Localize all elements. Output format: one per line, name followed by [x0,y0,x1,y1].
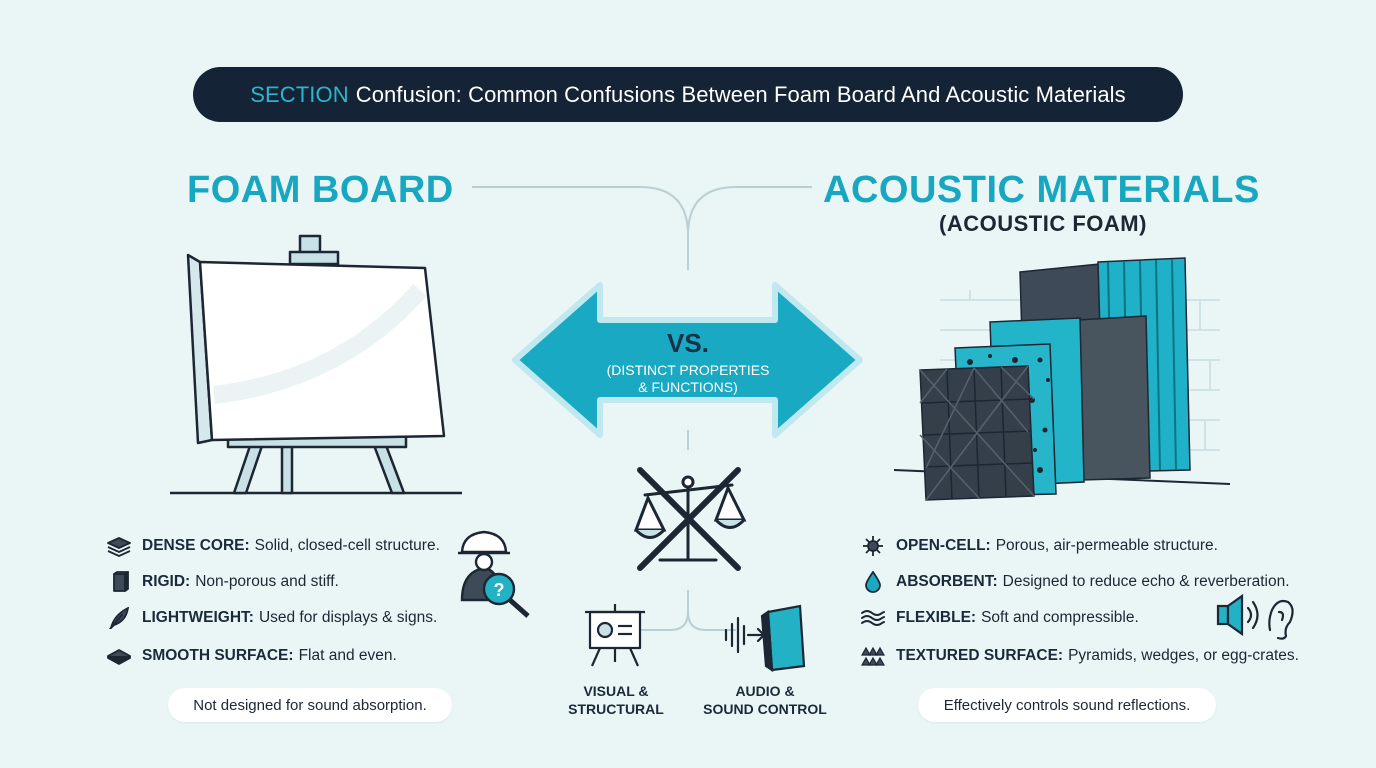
layers-icon [107,537,131,557]
acoustic-materials-note: Effectively controls sound reflections. [918,688,1216,722]
list-item: ABSORBENT: Designed to reduce echo & rev… [860,571,1290,593]
visual-structural-line-1: VISUAL & [583,683,649,699]
property-term: DENSE CORE: [142,537,250,554]
vs-subtitle-line-1: (DISTINCT PROPERTIES [606,362,770,378]
speaker-ear-icon [1216,593,1294,640]
list-item: FLEXIBLE: Soft and compressible. [860,607,1139,629]
banner-title: Confusion: Common Confusions Between Foa… [355,81,1126,107]
property-desc: Used for displays & signs. [258,609,438,626]
property-desc: Designed to reduce echo & reverberation. [1002,573,1290,590]
vs-subtitle-line-2: & FUNCTIONS) [638,379,738,395]
property-term: RIGID: [142,573,191,590]
visual-structural-line-2: STRUCTURAL [568,701,664,717]
list-item: DENSE CORE: Solid, closed-cell structure… [106,535,440,557]
cell-network-icon [863,536,883,556]
list-item: OPEN-CELL: Porous, air-permeable structu… [860,535,1218,557]
list-item: SMOOTH SURFACE: Flat and even. [106,645,397,667]
connector-lines [472,186,812,631]
block-icon [113,571,129,592]
vs-subtitle: (DISTINCT PROPERTIES & FUNCTIONS) [568,362,808,396]
acoustic-materials-heading: ACOUSTIC MATERIALS [823,169,1260,211]
section-banner: SECTION Confusion: Common Confusions Bet… [193,67,1183,122]
list-item: LIGHTWEIGHT: Used for displays & signs. [106,607,437,629]
property-term: LIGHTWEIGHT: [142,609,254,626]
acoustic-foam-subheading: (ACOUSTIC FOAM) [939,211,1147,236]
visual-structural-label: VISUAL & STRUCTURAL [560,682,672,718]
foam-board-heading: FOAM BOARD [187,169,454,211]
feather-icon [109,607,130,629]
list-item: TEXTURED SURFACE: Pyramids, wedges, or e… [860,645,1299,667]
sound-panel-icon [724,604,806,673]
droplet-icon [865,571,881,593]
property-desc: Solid, closed-cell structure. [254,537,440,554]
easel-foam-board-illustration [170,234,462,495]
svg-text:?: ? [494,580,505,600]
property-desc: Soft and compressible. [981,609,1139,626]
acoustic-foam-panels-illustration [893,257,1231,501]
property-term: ABSORBENT: [896,573,998,590]
vs-label: VS. [667,328,709,358]
property-desc: Porous, air-permeable structure. [995,537,1218,554]
list-item: RIGID: Non-porous and stiff. [106,571,339,593]
audio-sound-control-label: AUDIO & SOUND CONTROL [694,682,836,718]
property-desc: Pyramids, wedges, or egg-crates. [1068,647,1299,664]
audio-sound-control-line-2: SOUND CONTROL [703,701,827,717]
property-desc: Flat and even. [298,647,397,664]
property-term: FLEXIBLE: [896,609,977,626]
property-term: OPEN-CELL: [896,537,991,554]
presentation-board-icon [585,604,645,667]
flat-panel-icon [107,649,131,665]
crossed-scale-icon [633,467,747,571]
versus-double-arrow [512,282,863,438]
pyramids-icon [860,646,886,666]
waves-icon [861,610,885,626]
inspector-magnifier-icon: ? [458,530,530,618]
property-term: TEXTURED SURFACE: [896,647,1064,664]
audio-sound-control-line-1: AUDIO & [735,683,795,699]
banner-tag: SECTION [250,81,349,107]
property-desc: Non-porous and stiff. [195,573,339,590]
foam-board-note: Not designed for sound absorption. [168,688,452,722]
property-term: SMOOTH SURFACE: [142,647,294,664]
